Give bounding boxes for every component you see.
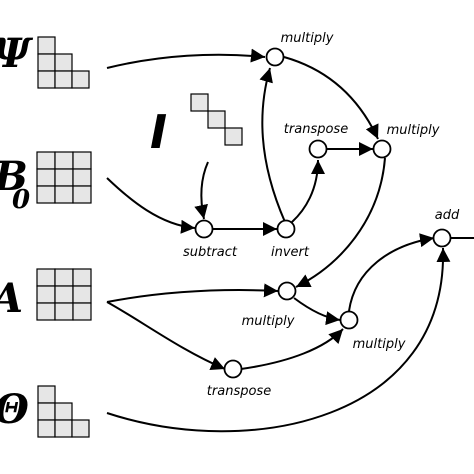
edge-a-to-multiply-lower	[106, 283, 279, 303]
edge-multiply-to-multiply-right	[283, 56, 379, 140]
multiply-lower-right-label: multiply	[353, 337, 406, 352]
edge-psi-to-multiply	[106, 48, 266, 69]
edge-transpose-bottom-to-multiply-lower-right	[240, 328, 344, 370]
edge-multiply-right-to-multiply-lower	[295, 157, 386, 288]
add-label: add	[435, 208, 460, 223]
psi-symbol: Ψ	[0, 30, 34, 77]
edge-invert-to-multiply	[259, 67, 286, 223]
b0-symbol: B	[0, 153, 28, 200]
multiply-lower-left-label: multiply	[242, 314, 295, 329]
multiply-right-label: multiply	[387, 123, 440, 138]
edge-theta-to-add	[106, 247, 451, 433]
subtract-label: subtract	[183, 245, 238, 260]
theta-matrix-icon	[37, 385, 90, 438]
edge-b0-to-subtract	[106, 177, 196, 234]
edge-multiply-lower-to-multiply-lower-right	[293, 297, 341, 326]
identity-matrix-icon	[190, 93, 243, 146]
invert-node	[276, 219, 296, 239]
b0-subscript: 0	[12, 185, 30, 215]
multiply-top-node	[265, 47, 285, 67]
multiply-lower-right-node	[339, 310, 359, 330]
multiply-right-node	[372, 139, 392, 159]
edge-multiply-lower-right-to-add	[348, 233, 435, 312]
transpose-mid-node	[308, 139, 328, 159]
edge-identity-to-subtract	[194, 161, 209, 220]
a-symbol: A	[0, 275, 23, 322]
multiply-lower-left-node	[277, 281, 297, 301]
identity-symbol: I	[150, 105, 167, 159]
transpose-bottom-node	[223, 359, 243, 379]
edge-a-to-transpose-bottom	[106, 301, 226, 370]
invert-label: invert	[271, 245, 310, 260]
a-matrix-icon	[36, 268, 92, 321]
theta-symbol: Θ	[0, 386, 29, 433]
psi-matrix-icon	[37, 36, 90, 89]
add-node	[432, 228, 452, 248]
transpose-bottom-label: transpose	[207, 384, 271, 399]
edge-invert-to-transpose	[291, 159, 325, 223]
subtract-node	[194, 219, 214, 239]
transpose-mid-label: transpose	[284, 122, 348, 137]
multiply-top-label: multiply	[281, 31, 334, 46]
b0-matrix-icon	[36, 151, 92, 204]
